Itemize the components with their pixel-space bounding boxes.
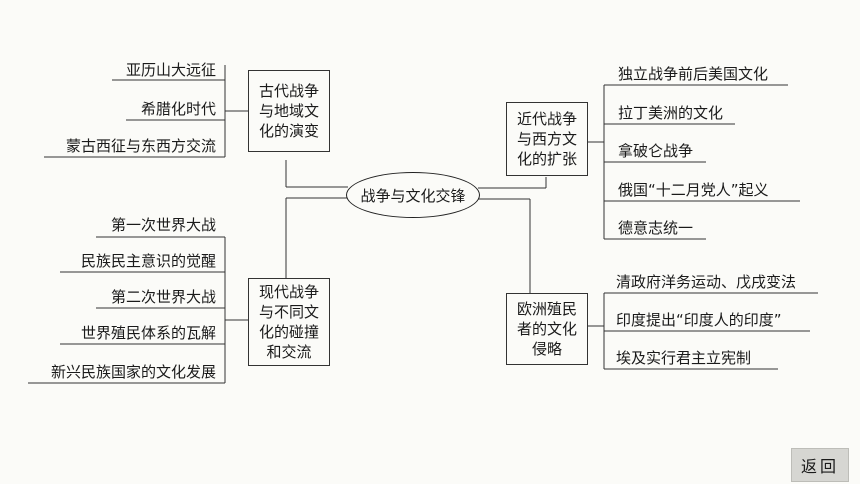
branch-modern-box: 现代战争 与不同文 化的碰撞 和交流 [248,278,330,366]
leaf-hellenistic: 希腊化时代 [140,100,216,118]
leaf-colonial-collapse: 世界殖民体系的瓦解 [80,324,216,342]
back-button[interactable]: 返回 [791,448,849,482]
leaf-us-culture: 独立战争前后美国文化 [618,65,769,83]
leaf-new-nations: 新兴民族国家的文化发展 [50,363,216,381]
leaf-decembrists: 俄国“十二月党人”起义 [618,181,769,199]
leaf-ww1: 第一次世界大战 [110,216,216,234]
central-topic: 战争与文化交锋 [346,172,480,218]
leaf-latin-america: 拉丁美洲的文化 [618,104,724,122]
leaf-alexander: 亚历山大远征 [125,61,216,79]
leaf-qing-reform: 清政府洋务运动、戊戌变法 [616,273,797,291]
branch-early-modern-box: 近代战争 与西方文 化的扩张 [506,102,588,176]
leaf-india: 印度提出“印度人的印度” [616,311,782,329]
leaf-ww2: 第二次世界大战 [110,288,216,306]
leaf-german-unification: 德意志统一 [618,219,694,237]
leaf-mongol: 蒙古西征与东西方交流 [65,137,216,155]
leaf-egypt: 埃及实行君主立宪制 [616,349,752,367]
leaf-napoleon: 拿破仑战争 [618,142,694,160]
branch-ancient-box: 古代战争 与地域文 化的演变 [248,70,330,152]
leaf-national-awakening: 民族民主意识的觉醒 [80,252,216,270]
branch-colonial-box: 欧洲殖民 者的文化 侵略 [506,293,588,365]
